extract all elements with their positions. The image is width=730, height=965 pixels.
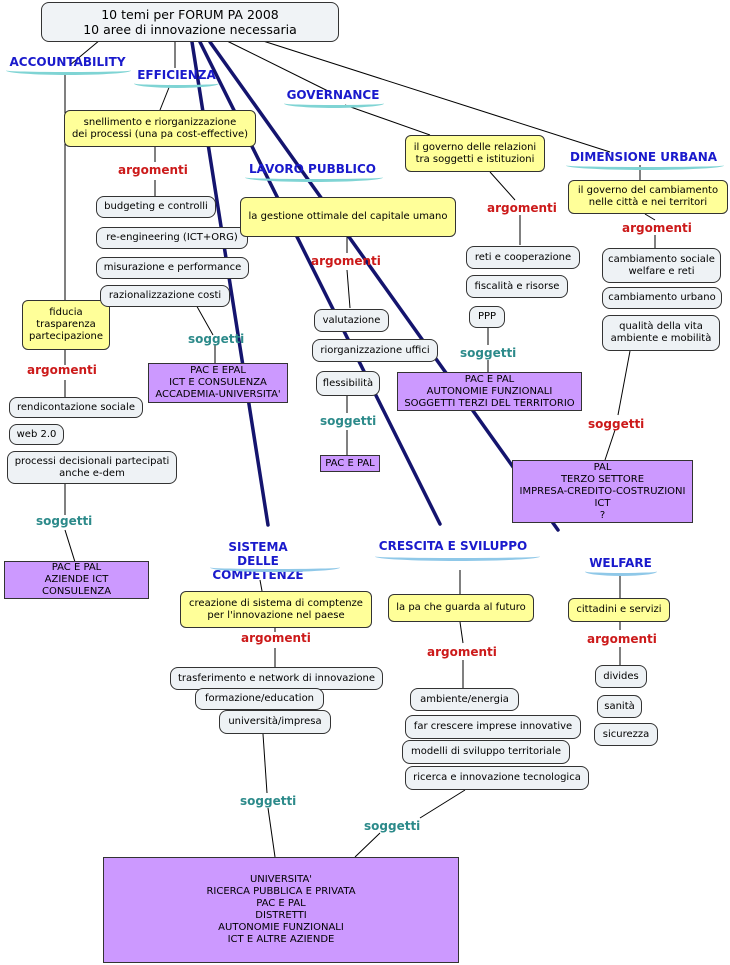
item-crescita-sviluppo: far crescere imprese innovative <box>405 715 581 739</box>
subjects-accountability: PAC E PAL AZIENDE ICT CONSULENZA <box>4 561 149 599</box>
label-argomenti: argomenti <box>118 163 188 177</box>
item-governance: fiscalità e risorse <box>466 275 568 298</box>
concept-crescita-sviluppo: la pa che guarda al futuro <box>388 594 534 622</box>
concept-sistema-competenze: creazione di sistema di comptenze per l'… <box>180 591 372 628</box>
label-soggetti: soggetti <box>588 417 645 431</box>
root-node: 10 temi per FORUM PA 2008 10 aree di inn… <box>41 2 339 42</box>
item-crescita-sviluppo: ricerca e innovazione tecnologica <box>405 766 589 790</box>
concept-welfare: cittadini e servizi <box>568 598 670 622</box>
label-argomenti: argomenti <box>241 631 311 645</box>
label-argomenti: argomenti <box>487 201 557 215</box>
topic-underline <box>284 99 384 108</box>
label-soggetti: soggetti <box>320 414 377 428</box>
subjects-lavoro-pubblico: PAC E PAL <box>320 455 380 472</box>
topic-underline <box>134 79 219 88</box>
item-accountability: processi decisionali partecipati anche e… <box>7 451 177 484</box>
item-dimensione-urbana: cambiamento urbano <box>602 287 722 309</box>
topic-underline <box>585 567 657 576</box>
item-accountability: web 2.0 <box>9 424 64 445</box>
item-efficienza: misurazione e performance <box>96 257 249 279</box>
label-soggetti: soggetti <box>188 332 245 346</box>
item-dimensione-urbana: cambiamento sociale welfare e reti <box>602 248 721 283</box>
subjects-dimensione-urbana: PAL TERZO SETTORE IMPRESA-CREDITO-COSTRU… <box>512 460 693 523</box>
label-soggetti: soggetti <box>36 514 93 528</box>
label-argomenti: argomenti <box>311 254 381 268</box>
item-welfare: sanità <box>597 695 642 718</box>
concept-lavoro-pubblico: la gestione ottimale del capitale umano <box>240 197 456 237</box>
concept-accountability: fiducia trasparenza partecipazione <box>22 300 110 350</box>
item-lavoro-pubblico: riorganizzazione uffici <box>312 339 438 362</box>
item-welfare: divides <box>595 665 647 688</box>
item-efficienza: razionalizzazione costi <box>100 285 230 307</box>
item-efficienza: budgeting e controlli <box>96 196 216 218</box>
subjects-efficienza: PAC E EPAL ICT E CONSULENZA ACCADEMIA-UN… <box>148 363 288 403</box>
item-lavoro-pubblico: flessibilità <box>316 371 380 396</box>
label-soggetti: soggetti <box>240 794 297 808</box>
item-governance: reti e cooperazione <box>466 246 580 269</box>
item-sistema-competenze: formazione/education <box>195 688 324 710</box>
concept-efficienza: snellimento e riorganizzazione dei proce… <box>64 110 256 147</box>
subjects-governance: PAC E PAL AUTONOMIE FUNZIONALI SOGGETTI … <box>397 372 582 411</box>
label-argomenti: argomenti <box>622 221 692 235</box>
topic-sistema-competenze: SISTEMA DELLE COMPETENZE <box>212 540 304 582</box>
shared-subjects: UNIVERSITA' RICERCA PUBBLICA E PRIVATA P… <box>103 857 459 963</box>
topic-underline <box>566 161 724 170</box>
item-dimensione-urbana: qualità della vita ambiente e mobilità <box>602 315 720 351</box>
item-lavoro-pubblico: valutazione <box>314 309 389 332</box>
item-welfare: sicurezza <box>594 723 658 746</box>
concept-dimensione-urbana: il governo del cambiamento nelle città e… <box>568 180 728 214</box>
topic-underline <box>375 552 540 561</box>
item-accountability: rendicontazione sociale <box>9 397 143 418</box>
item-sistema-competenze: università/impresa <box>219 710 331 734</box>
topic-underline <box>6 66 131 75</box>
label-argomenti: argomenti <box>427 645 497 659</box>
topic-underline <box>210 563 340 572</box>
item-sistema-competenze: trasferimento e network di innovazione <box>170 667 383 690</box>
topic-underline <box>245 173 383 182</box>
item-governance: PPP <box>469 306 505 328</box>
item-crescita-sviluppo: modelli di sviluppo territoriale <box>402 740 570 764</box>
concept-governance: il governo delle relazioni tra soggetti … <box>405 135 545 172</box>
topic-crescita-sviluppo: CRESCITA E SVILUPPO <box>378 539 528 553</box>
label-argomenti: argomenti <box>587 632 657 646</box>
label-soggetti: soggetti <box>364 819 421 833</box>
item-crescita-sviluppo: ambiente/energia <box>410 688 519 711</box>
label-soggetti: soggetti <box>460 346 517 360</box>
item-efficienza: re-engineering (ICT+ORG) <box>96 227 248 249</box>
label-argomenti: argomenti <box>27 363 97 377</box>
